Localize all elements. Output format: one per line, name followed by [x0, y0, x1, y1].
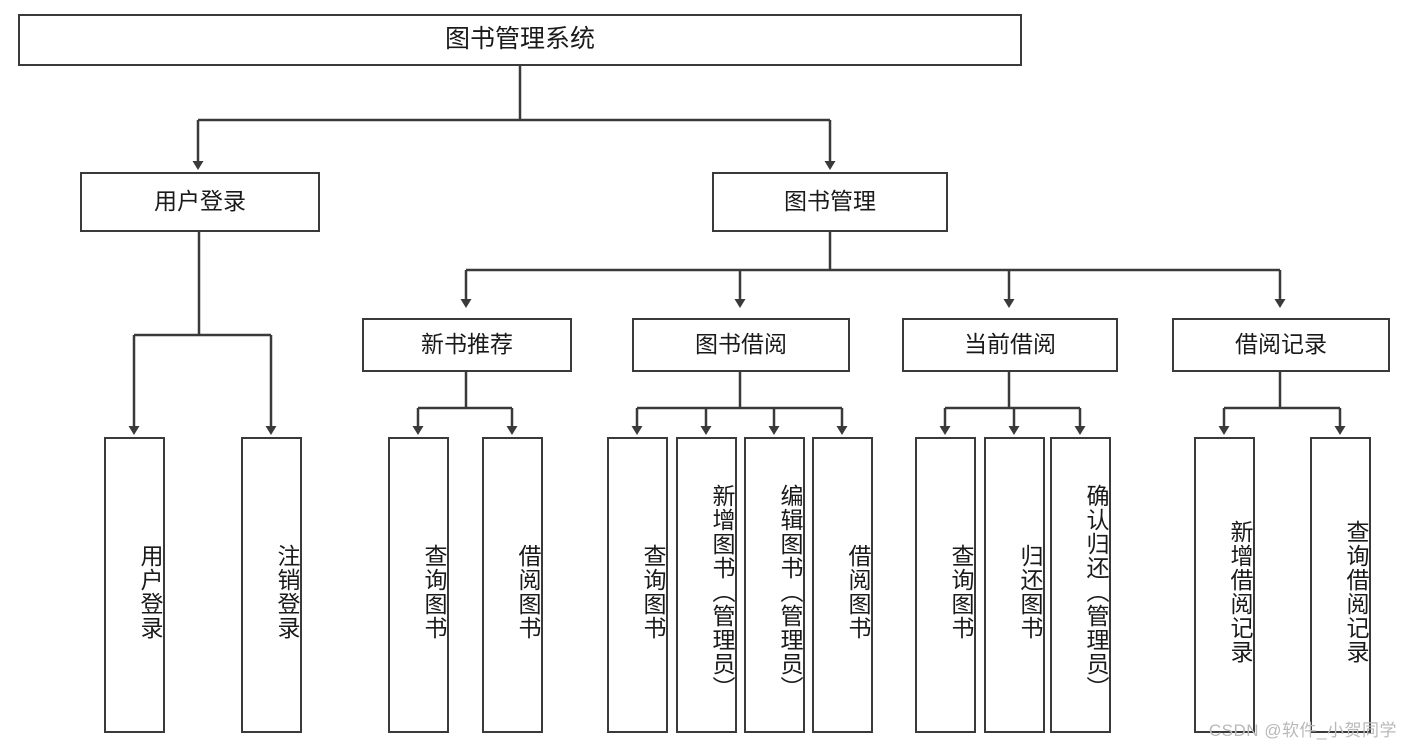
- node-current-borrow[interactable]: 当前借阅: [902, 318, 1118, 372]
- node-label: 用户登录: [137, 544, 163, 640]
- leaf-borrow-borrow-book[interactable]: 借阅图书: [812, 437, 873, 733]
- node-label: 图书借阅: [695, 331, 787, 358]
- node-label: 用户登录: [154, 188, 246, 215]
- node-label: 查询图书: [640, 544, 666, 640]
- leaf-new-book-borrow[interactable]: 借阅图书: [482, 437, 543, 733]
- csdn-watermark: CSDN @软件_小贺同学: [1208, 721, 1397, 740]
- node-label: 归还图书: [1017, 544, 1043, 640]
- node-label: 当前借阅: [964, 331, 1056, 358]
- node-label: 借阅记录: [1235, 331, 1327, 358]
- leaf-current-confirm-return-admin[interactable]: 确认归还（管理员）: [1050, 437, 1111, 733]
- node-label: 查询图书: [421, 544, 447, 640]
- leaf-borrow-add-book-admin[interactable]: 新增图书（管理员）: [676, 437, 737, 733]
- node-label: 新增借阅记录: [1227, 520, 1253, 664]
- node-label: 借阅图书: [845, 544, 871, 640]
- leaf-current-return-book[interactable]: 归还图书: [984, 437, 1045, 733]
- node-label: 新书推荐: [421, 331, 513, 358]
- node-book-management[interactable]: 图书管理: [712, 172, 948, 232]
- node-label: 编辑图书（管理员）: [777, 484, 803, 700]
- leaf-current-query-book[interactable]: 查询图书: [915, 437, 976, 733]
- node-label: 图书管理: [784, 188, 876, 215]
- node-label: 图书管理系统: [444, 25, 595, 54]
- node-label: 新增图书（管理员）: [709, 484, 735, 700]
- node-label: 借阅图书: [515, 544, 541, 640]
- node-label: 确认归还（管理员）: [1083, 484, 1109, 700]
- node-label: 查询借阅记录: [1343, 520, 1369, 664]
- leaf-user-login-logout[interactable]: 注销登录: [241, 437, 302, 733]
- node-root-system[interactable]: 图书管理系统: [18, 14, 1022, 66]
- node-book-borrow[interactable]: 图书借阅: [632, 318, 850, 372]
- node-borrow-record[interactable]: 借阅记录: [1172, 318, 1390, 372]
- node-user-login[interactable]: 用户登录: [80, 172, 320, 232]
- leaf-user-login-login[interactable]: 用户登录: [104, 437, 165, 733]
- leaf-record-query-record[interactable]: 查询借阅记录: [1310, 437, 1371, 733]
- node-label: 查询图书: [948, 544, 974, 640]
- node-label: 注销登录: [274, 544, 300, 640]
- leaf-record-add-record[interactable]: 新增借阅记录: [1194, 437, 1255, 733]
- leaf-borrow-edit-book-admin[interactable]: 编辑图书（管理员）: [744, 437, 805, 733]
- leaf-borrow-query-book[interactable]: 查询图书: [607, 437, 668, 733]
- leaf-new-book-query[interactable]: 查询图书: [388, 437, 449, 733]
- node-new-book-recommend[interactable]: 新书推荐: [362, 318, 572, 372]
